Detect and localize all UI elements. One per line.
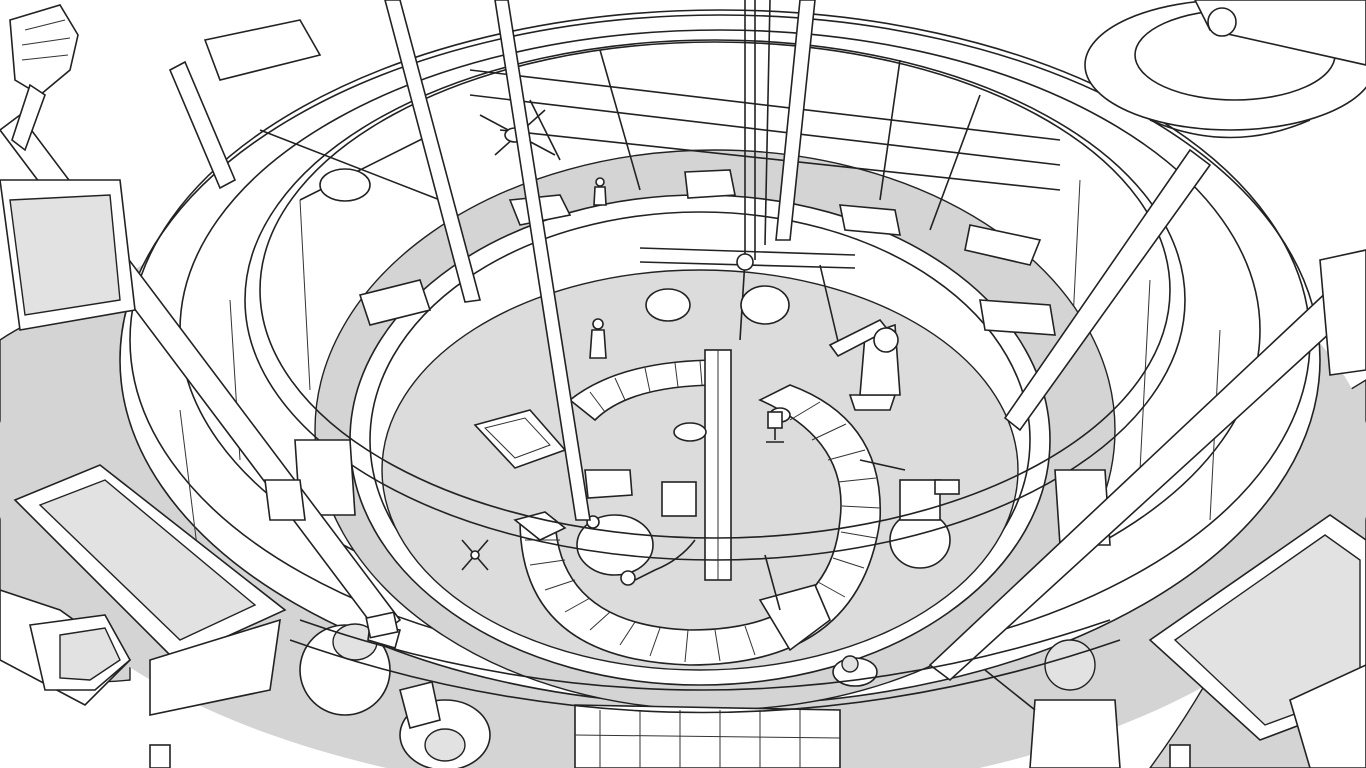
- left-wheelchair: [29, 614, 132, 691]
- upper-beds: [203, 19, 1111, 546]
- figure-left-seated: [399, 681, 491, 768]
- surgical-robot-station: [758, 554, 831, 652]
- upper-ring-ledge: [244, 39, 1186, 561]
- robotic-hand: [9, 4, 79, 152]
- standing-figure-floor: [589, 318, 607, 359]
- left-wheelchair-2: [264, 479, 306, 521]
- front-railing: [299, 619, 1111, 691]
- overhead-surgical-lamps: [639, 0, 856, 351]
- foreground-bottom-cart: [149, 704, 1191, 768]
- floor-drone: [461, 539, 489, 571]
- floor-stretcher: [584, 469, 633, 499]
- service-robot: [859, 459, 960, 569]
- ceiling-robot-arm: [1084, 0, 1366, 139]
- central-conveyor-column: [634, 349, 732, 581]
- tablet-device: [365, 611, 399, 639]
- industrial-robot-arm: [828, 318, 901, 411]
- central-floor: [381, 269, 1019, 671]
- front-railing-2: [289, 639, 1121, 714]
- right-ledge-equipment: [964, 224, 1042, 266]
- ceiling-beams: [469, 49, 1061, 231]
- office-chair: [766, 411, 784, 443]
- upper-ring-ledge-2: [259, 41, 1171, 539]
- standing-figure-upper: [593, 177, 607, 206]
- small-round-table: [673, 422, 707, 442]
- foreground-right-beds: [1148, 249, 1366, 768]
